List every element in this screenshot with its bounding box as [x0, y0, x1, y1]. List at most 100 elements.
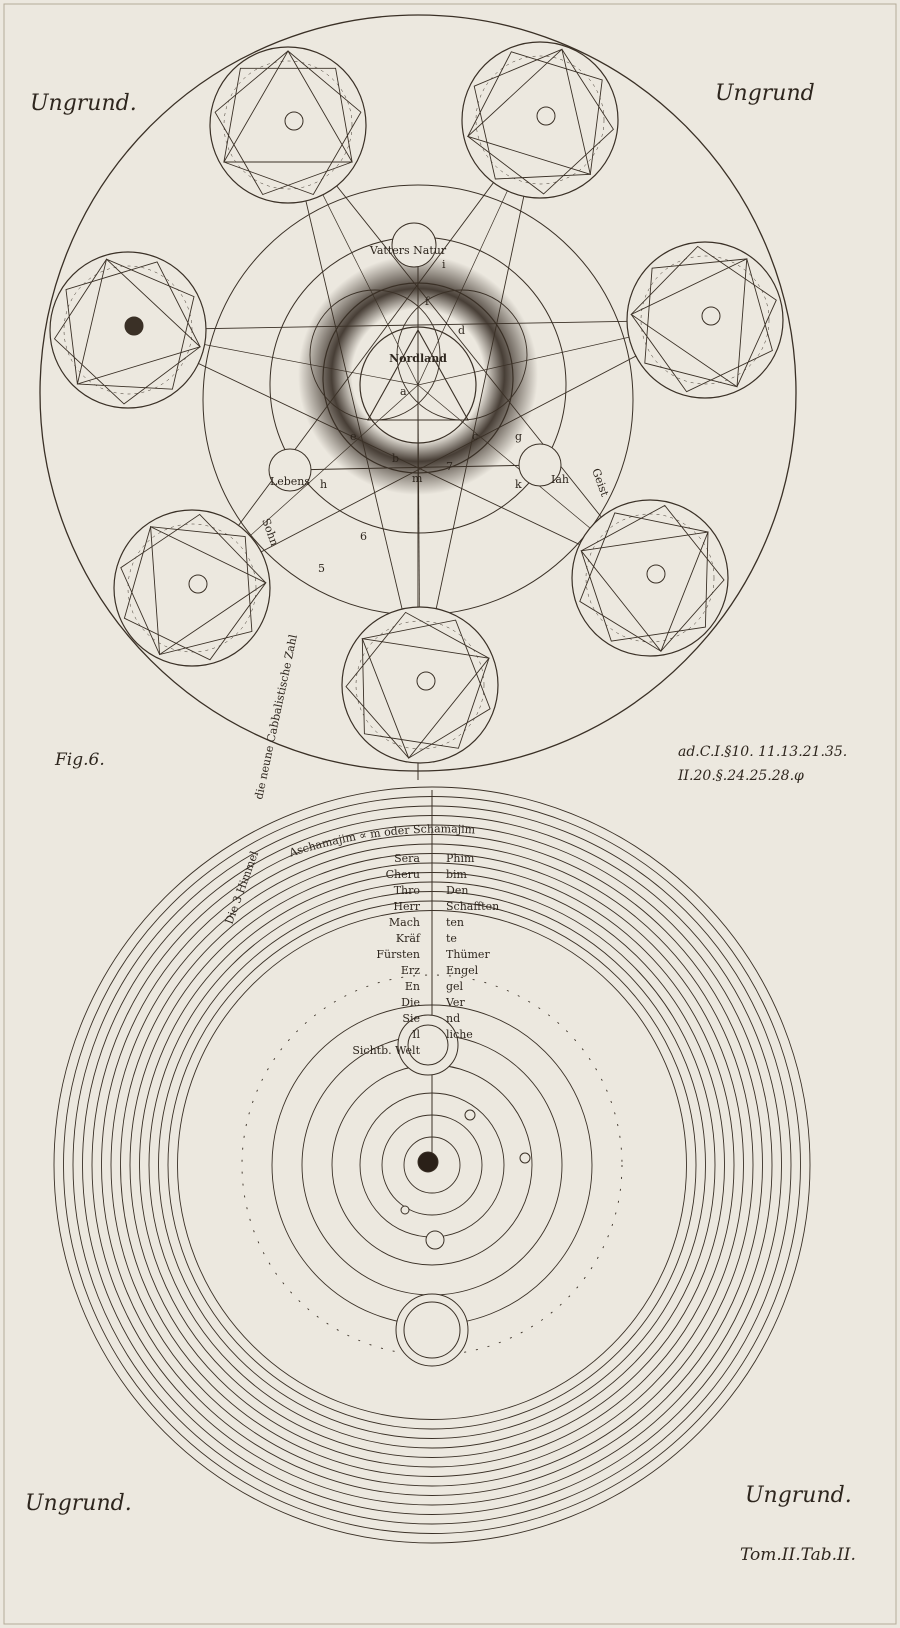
- seal-star: [53, 258, 201, 405]
- hierarchy-left-item: Erz: [401, 964, 420, 977]
- hierarchy-left-item: Mach: [389, 916, 420, 929]
- seal-star: [120, 513, 267, 661]
- hierarchy-left-item: Sera: [394, 852, 420, 865]
- seal-inscription-ring: [640, 255, 770, 385]
- star-line: [127, 329, 651, 579]
- left-node-label: Lebens: [270, 475, 310, 488]
- node-circle: [268, 448, 312, 492]
- figure-label: Fig.6.: [54, 750, 105, 770]
- hierarchy-left-item: Cheru: [386, 868, 420, 881]
- planet-symbol-icon: [188, 574, 208, 594]
- hierarchy-left-item: Fürsten: [376, 948, 420, 961]
- planet-symbol-icon: [416, 671, 436, 691]
- seal-inscription-ring: [223, 60, 353, 190]
- star-line: [287, 124, 421, 686]
- hierarchy-right-item: Ver: [445, 996, 465, 1009]
- hierarchy-left-item: Sie: [402, 1012, 420, 1025]
- planet-orbit-body: [400, 1205, 410, 1215]
- hierarchy-right-item: gel: [446, 980, 464, 993]
- planet-seal: [113, 509, 271, 667]
- seal-star: [345, 611, 491, 759]
- hierarchy-right-item: Engel: [446, 964, 479, 977]
- center-label: Nordland: [389, 352, 447, 365]
- seal-star: [223, 50, 353, 163]
- planet-orbit-body: [425, 1230, 445, 1250]
- seal-star: [76, 258, 201, 385]
- hierarchy-left-item: En: [405, 980, 420, 993]
- hierarchy-left-item: Die: [401, 996, 420, 1009]
- figure-letter: i: [442, 258, 446, 271]
- upper-cosmic-figure: [39, 14, 797, 780]
- seal-inscription-ring: [127, 523, 257, 653]
- figure-letter: h: [320, 478, 327, 491]
- seal-inscription-ring: [475, 55, 605, 185]
- hierarchy-left-item: Thro: [394, 884, 421, 897]
- plate-label: Tom.II.Tab.II.: [740, 1545, 856, 1565]
- planet-orbit-body: [519, 1152, 531, 1164]
- star-line: [127, 319, 706, 331]
- figure-letter: a: [400, 385, 407, 398]
- horizontal-chord: [289, 464, 541, 471]
- figure-letter: k: [515, 478, 522, 491]
- seal-star: [630, 258, 748, 388]
- seal-star: [361, 638, 490, 759]
- overlap-circle-left: [309, 289, 441, 421]
- planet-symbol-icon: [284, 111, 304, 131]
- planet-seal: [626, 241, 784, 399]
- hierarchy-right-item: Phim: [446, 852, 475, 865]
- seal-star: [466, 48, 591, 175]
- zodiac-star-ring: [241, 974, 623, 1356]
- planet-seal: [461, 41, 619, 199]
- seal-circle: [461, 41, 619, 199]
- plate-border: [3, 3, 897, 1625]
- seal-circle: [626, 241, 784, 399]
- hierarchy-right-item: Den: [446, 884, 468, 897]
- figure-letter: d: [458, 324, 465, 337]
- left-side-label: Sohn: [259, 517, 281, 548]
- seal-circle: [209, 46, 367, 204]
- hierarchy-left-item: Herr: [393, 900, 420, 913]
- hierarchy-right-item: Thümer: [446, 948, 490, 961]
- planet-symbol-icon: [536, 106, 556, 126]
- hierarchy-right-item: bim: [446, 868, 468, 881]
- seal-star: [579, 504, 725, 652]
- seal-circle: [113, 509, 271, 667]
- label-ungrund-top-right: Ungrund: [715, 81, 815, 106]
- heaven-ring: [53, 786, 811, 1544]
- figure-letter: g: [515, 430, 522, 443]
- planet-orbit-body: [407, 1024, 449, 1066]
- figure-letter: c: [472, 430, 478, 443]
- reference-line-1: ad.C.I.§10. 11.13.21.35.: [678, 744, 847, 760]
- cabbalistic-number-label: die neune Cabbalistische Zahl: [252, 633, 300, 801]
- figure-letter: m: [412, 472, 423, 485]
- figure-letter: b: [392, 452, 399, 465]
- planet-seal: [341, 606, 499, 764]
- hierarchy-columns: SeraCheruThroHerrMachKräfFürstenErzEnDie…: [352, 852, 499, 1057]
- star-line: [191, 319, 706, 589]
- hierarchy-right-item: nd: [446, 1012, 460, 1025]
- label-ungrund-bottom-left: Ungrund.: [25, 1491, 132, 1516]
- reference-line-2: II.20.§.24.25.28.φ: [677, 768, 804, 784]
- hierarchy-right-item: liche: [446, 1028, 473, 1041]
- seal-inscription-ring: [355, 620, 485, 750]
- hierarchy-right-item: te: [446, 932, 457, 945]
- hierarchy-right-item: ten: [446, 916, 464, 929]
- star-line: [287, 124, 651, 579]
- planet-seal: [209, 46, 367, 204]
- figure-letter: 7: [446, 460, 453, 473]
- figure-letter: f: [425, 295, 430, 308]
- hierarchy-right-item: Schafften: [446, 900, 499, 913]
- seal-star: [214, 50, 362, 196]
- seal-star: [580, 531, 709, 653]
- hierarchy-left-item: Il: [412, 1028, 420, 1041]
- sun-icon: [417, 1151, 439, 1173]
- planet-orbit-body: [464, 1109, 476, 1121]
- lower-heavens-figure: [53, 786, 811, 1544]
- planet-seal: [571, 499, 729, 657]
- planet-symbol-icon: [701, 306, 721, 326]
- star-line: [191, 119, 541, 589]
- right-node-label: Iah: [551, 473, 569, 486]
- seal-circle: [571, 499, 729, 657]
